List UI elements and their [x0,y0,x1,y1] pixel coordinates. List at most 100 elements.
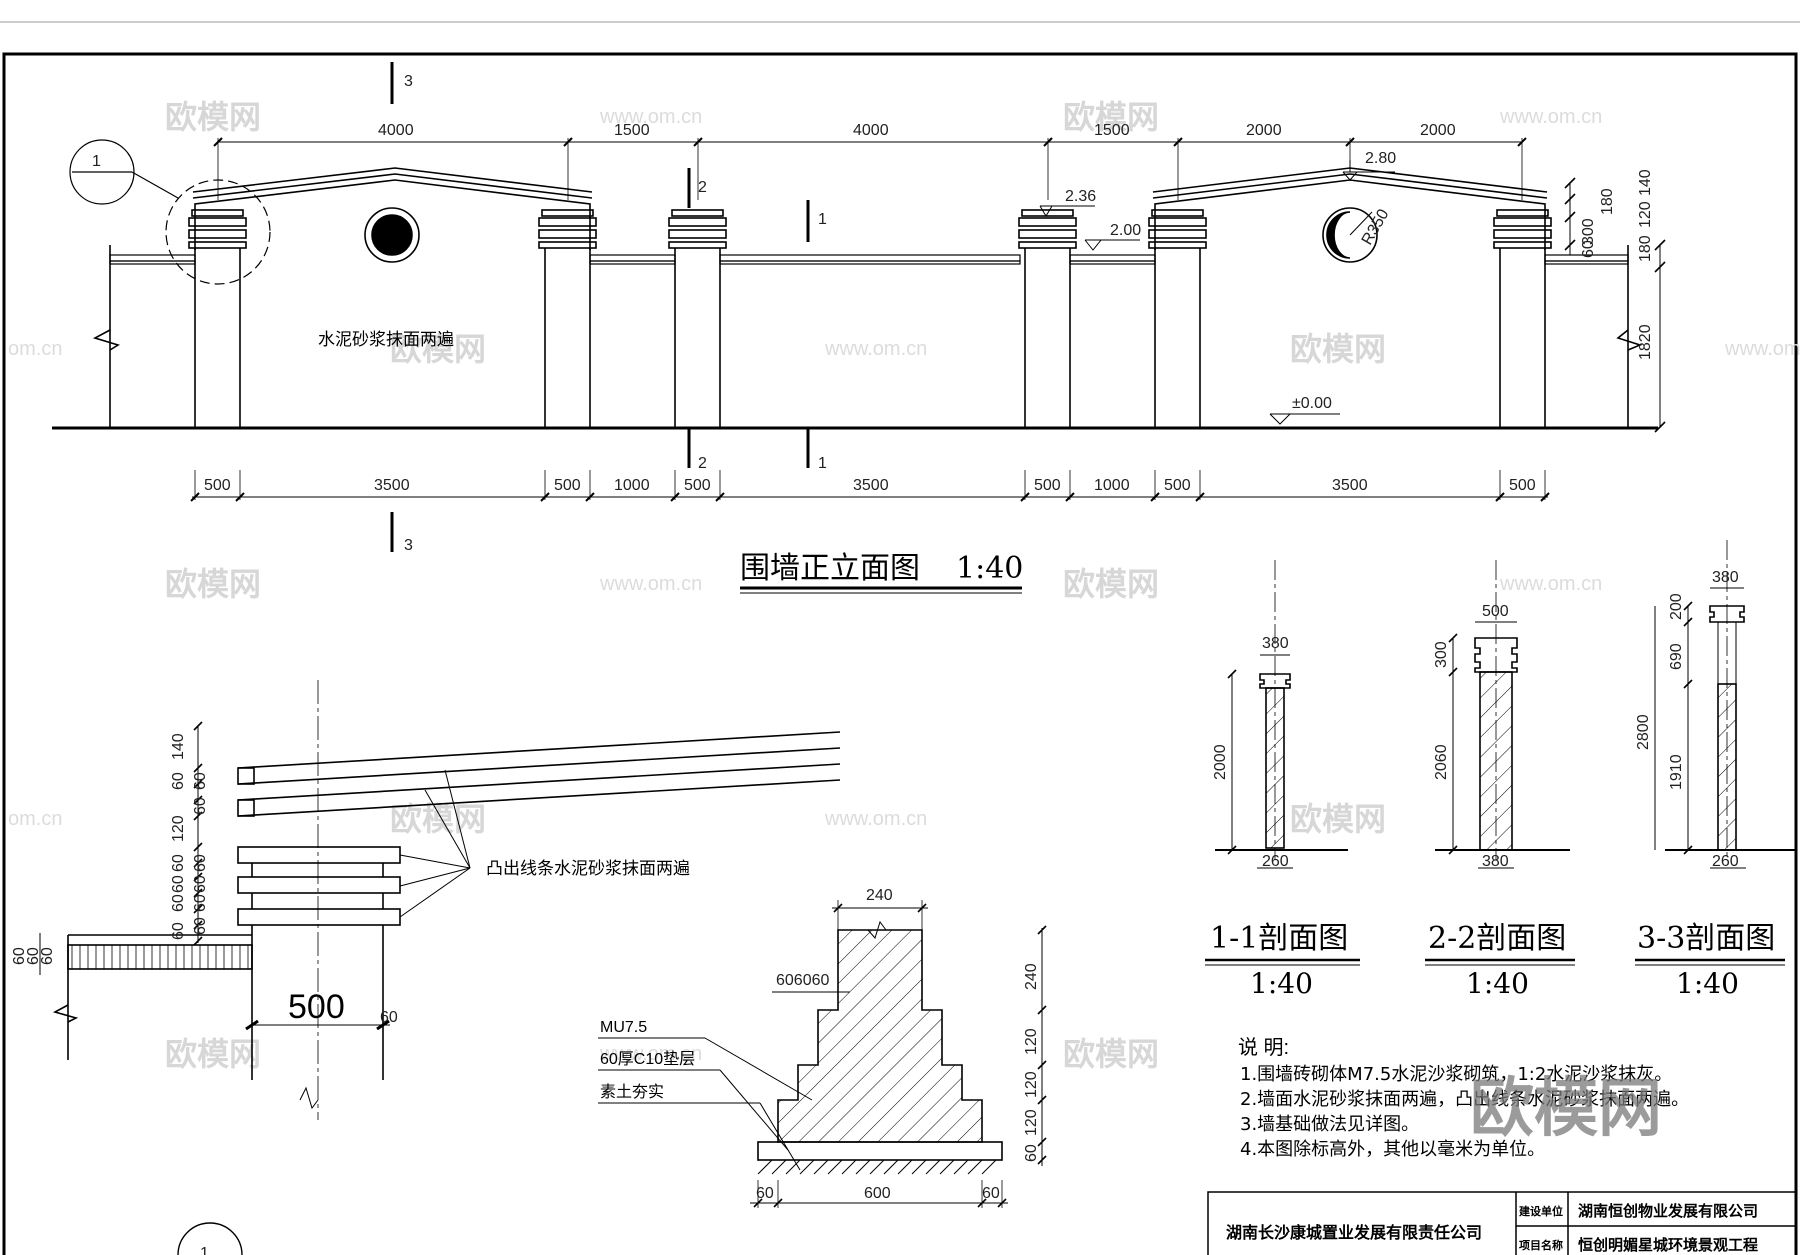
foundation-body [777,929,983,1143]
project-label: 项目名称 [1519,1238,1563,1252]
arch-coping-right [1152,173,1548,199]
wall-dim-label: 60 [11,947,28,965]
wall-dim-label: 60 [25,947,42,965]
right-dim-label: 120 [1637,201,1654,228]
left-dim-label: 60 [192,797,209,815]
watermark-url: www.om.cn [1499,573,1602,595]
watermark-brand: 欧模网 [1290,800,1386,838]
material-label: 素土夯实 [600,1083,664,1101]
notes-heading: 说 明: [1238,1036,1289,1059]
foundation-dim-label: 240 [866,887,893,904]
left-dim-label: 60 [170,922,187,940]
right-dim-label: 60 [1580,240,1597,258]
pier [188,209,247,428]
section-title: 2-2剖面图 [1428,921,1566,956]
pier-group [188,209,1552,428]
top-dim-label: 4000 [853,122,889,139]
pier [1148,209,1207,428]
section-dim-label: 380 [1482,853,1509,870]
bottom-dim-extensions [194,470,1546,500]
break-mark-left [92,329,120,351]
section-dim-label: 2000 [1212,744,1229,780]
right-dim-label: 1820 [1637,324,1654,360]
section-dim-label: 1910 [1668,754,1685,790]
watermark-url: www.om.cn [824,808,927,830]
section-dim-label: 380 [1712,569,1739,586]
section-dim-label: 2060 [1433,744,1450,780]
watermark-brand: 欧模网 [1063,98,1159,136]
section-scale: 1:40 [1250,967,1313,1000]
bottom-dim-label: 500 [554,477,581,494]
low-wall-coping [109,254,1629,265]
elevation-label: ±0.00 [1292,395,1332,412]
foundation-dim-label: 240 [1023,963,1040,990]
section-labels: 380 2000 260 1-1剖面图 1:40 500 300 2060 38… [1210,569,1775,1000]
section-title: 1-1剖面图 [1210,921,1348,956]
foundation-detail [598,900,1047,1208]
top-dim-label: 2000 [1420,122,1456,139]
bottom-dim-label: 500 [684,477,711,494]
note-item: 4.本图除标高外，其他以毫米为单位。 [1240,1139,1545,1160]
section-dim-label: 260 [1712,853,1739,870]
right-dim-label: 140 [1637,169,1654,196]
right-dim-label: 180 [1637,235,1654,262]
top-dim-label: 4000 [378,122,414,139]
foundation-dim-label: 120 [1023,1109,1040,1136]
note-item: 3.墙基础做法见详图。 [1240,1114,1419,1135]
watermark-layer: 欧模网 欧模网 欧模网 欧模网 欧模网 欧模网 欧模网 欧模网 欧模网 欧模网 … [8,98,1800,1073]
concrete-pad [757,1141,1003,1161]
right-dim-label: 300 [1580,218,1597,245]
watermark-brand: 欧模网 [1063,565,1159,603]
section-1-1 [1215,560,1348,869]
elevation-label: 2.36 [1065,188,1096,205]
watermark-url: om.cn [8,808,62,830]
small-dim-label: 60 [380,1009,398,1026]
watermark-brand: 欧模网 [165,565,261,603]
radius-leader [1349,211,1373,236]
pier-width-label: 500 [288,988,345,1026]
title-block-text: 湖南长沙康城置业发展有限责任公司 建设单位 湖南恒创物业发展有限公司 项目名称 … [1226,1202,1758,1254]
client-name: 湖南恒创物业发展有限公司 [1578,1202,1758,1220]
section-mark-label: 1 [818,455,827,472]
section-3-3 [1654,540,1795,869]
elevation-title: 围墙正立面图 [740,551,920,586]
section-scale: 1:40 [1466,967,1529,1000]
section-dim-label: 200 [1668,593,1685,620]
section-views [1205,540,1795,966]
designer-name: 湖南长沙康城置业发展有限责任公司 [1226,1223,1482,1242]
watermark-brand: 欧模网 [165,1035,261,1073]
elevation-label: 2.00 [1110,222,1141,239]
bottom-dim-label: 500 [204,477,231,494]
watermark-url: om.cn [8,338,62,360]
elevation-drawing [52,62,1666,552]
watermark-url: www.om.cn [599,106,702,128]
arch-panel-left [194,179,591,250]
watermark-url: www.om.cn [824,338,927,360]
section-dim-label: 690 [1668,643,1685,670]
watermark-url: www.om.cn [599,573,702,595]
section-dim-label: 300 [1433,641,1450,668]
coping-note: 凸出线条水泥砂浆抹面两遍 [486,859,690,878]
left-dim-label: 60 [170,854,187,872]
left-dim-label: 60 [192,854,209,872]
round-window-right-fill [1326,211,1351,259]
detail-index-label: 1 [92,153,101,170]
watermark-url: www.om.cn [1499,106,1602,128]
left-dim-label: 60 [192,894,209,912]
elevation-scale: 1:40 [956,551,1023,586]
section-2-2 [1435,560,1570,869]
pier [668,209,727,428]
watermark-url: www.om.cn [599,1043,702,1065]
arch-coping-left [192,173,593,199]
round-window-right [1322,207,1378,263]
top-dim-label: 2000 [1246,122,1282,139]
top-dim-label: 1500 [614,122,650,139]
foundation-dim-label: 60 [1023,1144,1040,1162]
watermark-url: www.om.cn [1724,338,1800,360]
note-leaders [399,769,471,918]
coping-detail [39,680,841,1120]
section-scale: 1:40 [1676,967,1739,1000]
bottom-dim-label: 1000 [1094,477,1130,494]
foundation-dim-label: 120 [1023,1028,1040,1055]
foundation-dim-label: 60 [982,1185,1000,1202]
